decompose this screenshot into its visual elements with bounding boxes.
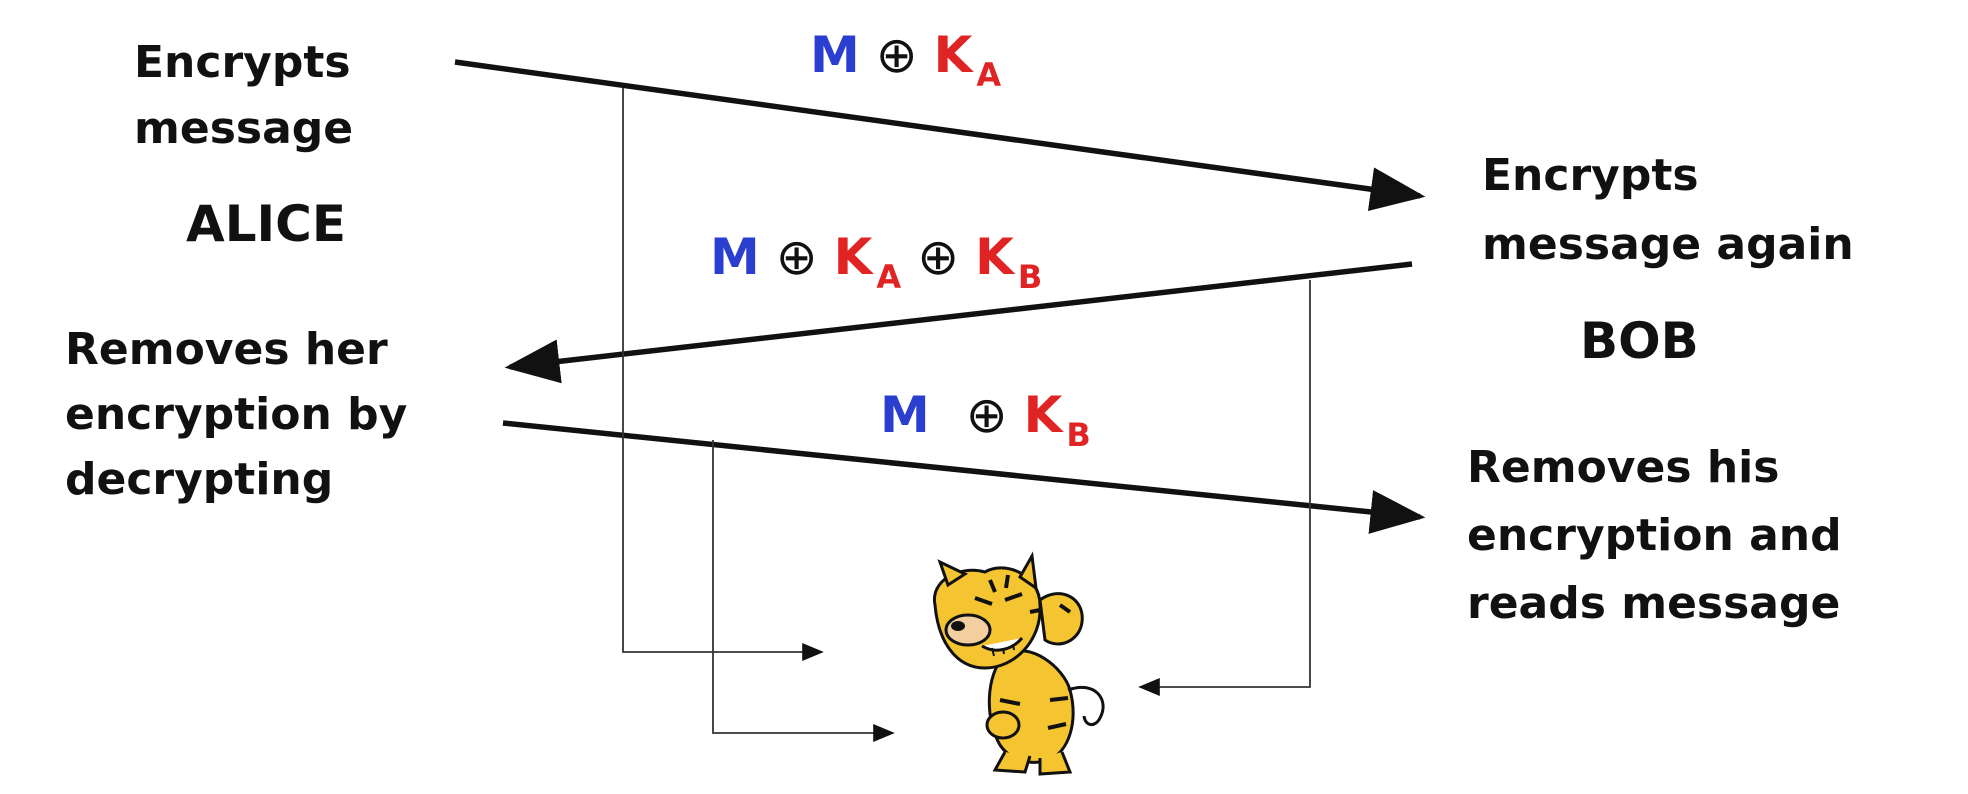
alice-step1-line1: Encrypts	[134, 37, 351, 88]
formula3-message: M	[880, 386, 932, 444]
arrow-alice-to-bob-1	[454, 59, 1426, 211]
alice-step3-line2: encryption by	[65, 389, 408, 440]
formula1-xor-symbol: ⊕	[875, 26, 920, 84]
formula-second-message: M⊕KA⊕KB	[710, 228, 1044, 296]
formula3-key: K	[1023, 386, 1065, 444]
arrow-bob-to-alice	[504, 261, 1413, 384]
formula3-xor-symbol: ⊕	[965, 386, 1010, 444]
tap-line-first-message	[622, 88, 824, 661]
bob-name: BOB	[1580, 312, 1699, 370]
formula2-key-b: K	[975, 228, 1016, 286]
bob-step4-line1: Removes his	[1467, 442, 1780, 493]
formula1-key: K	[933, 26, 975, 84]
bob-step2-line2: message again	[1482, 219, 1854, 270]
tap-line-second-message	[1138, 280, 1311, 696]
formula2-xor-symbol-2: ⊕	[917, 228, 962, 286]
bob-step2-line1: Encrypts	[1482, 150, 1699, 201]
formula2-message: M	[710, 228, 762, 286]
tiger-eavesdropper-icon	[933, 551, 1105, 776]
formula1-key-subscript: A	[976, 56, 1004, 94]
formula2-key-a-subscript: A	[876, 258, 904, 296]
formula-third-message: M ⊕KB	[880, 386, 1093, 454]
formula3-key-subscript: B	[1066, 416, 1093, 454]
formula2-key-b-subscript: B	[1017, 258, 1045, 296]
bob-step4-line2: encryption and	[1467, 510, 1842, 561]
alice-step3-line3: decrypting	[65, 454, 334, 505]
tap-line-third-message	[712, 440, 895, 742]
arrow-alice-to-bob-2	[502, 420, 1426, 534]
alice-name: ALICE	[186, 195, 347, 253]
alice-step1-line2: message	[134, 103, 354, 154]
formula1-message: M	[810, 26, 862, 84]
formula2-xor-symbol-1: ⊕	[775, 228, 820, 286]
formula-first-message: M⊕KA	[810, 26, 1003, 94]
bob-step4-line3: reads message	[1467, 578, 1841, 629]
alice-step3-line1: Removes her	[65, 324, 388, 375]
formula2-key-a: K	[833, 228, 875, 286]
